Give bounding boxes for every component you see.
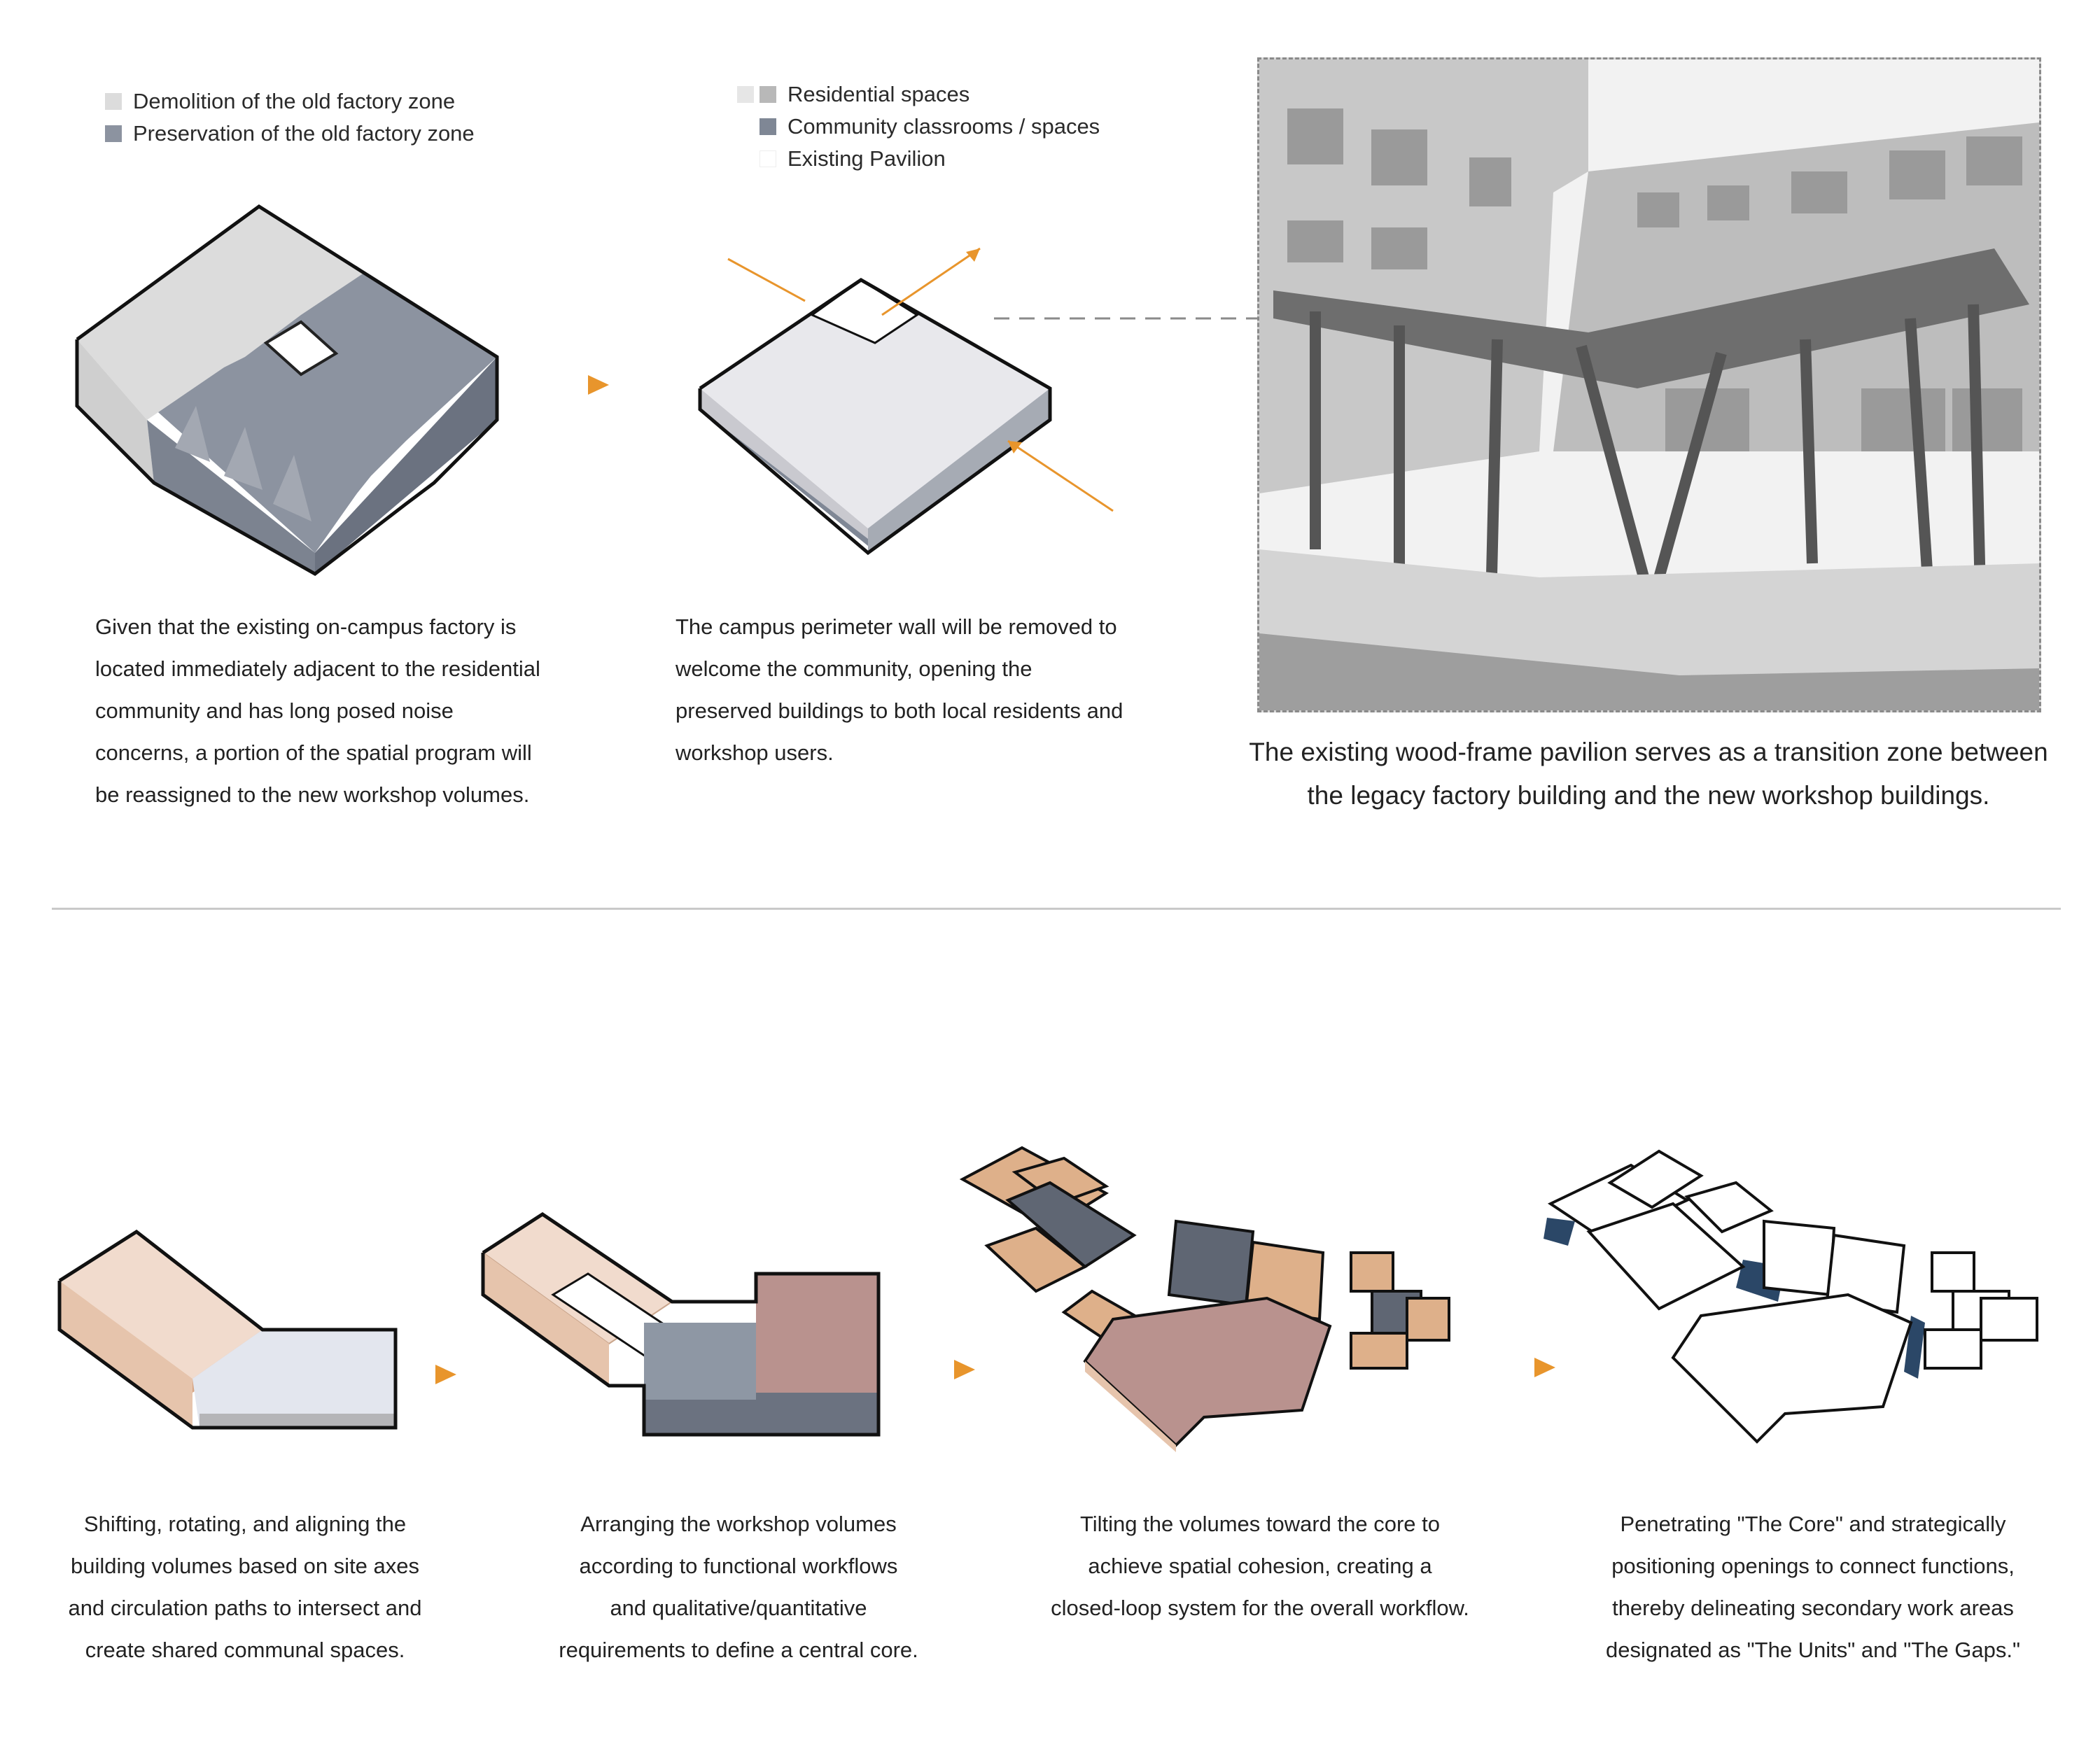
caption-step-3-line-2: achieve spatial cohesion, creating a (1088, 1554, 1432, 1578)
legend-item-preservation: Preservation of the old factory zone (105, 118, 475, 150)
caption-step-1-line-4: create shared communal spaces. (85, 1638, 405, 1662)
caption-step-1-line-1: Shifting, rotating, and aligning the (83, 1512, 407, 1536)
swatch-community (760, 118, 776, 135)
swatch-pavilion (760, 150, 776, 167)
arrow-step-b2 (954, 1360, 975, 1379)
caption-open-campus-line-4: workshop users. (676, 740, 834, 765)
legend-item-demolition: Demolition of the old factory zone (105, 85, 475, 118)
caption-pavilion: The existing wood-frame pavilion serves … (1232, 731, 2065, 817)
legend-label-residential: Residential spaces (788, 82, 970, 106)
legend-item-residential: Residential spaces (737, 78, 1100, 111)
caption-step-2: Arranging the workshop volumes according… (528, 1503, 948, 1671)
caption-open-campus-line-3: preserved buildings to both local reside… (676, 698, 1124, 723)
legend-spaces: Residential spaces Community classrooms … (737, 78, 1100, 175)
caption-factory-line-2: located immediately adjacent to the resi… (95, 656, 540, 681)
pavilion-photo (1257, 57, 2041, 712)
caption-pavilion-line-1: The existing wood-frame pavilion serves … (1249, 738, 2048, 766)
caption-step-4: Penetrating "The Core" and strategically… (1561, 1503, 2065, 1671)
caption-step-2-line-4: requirements to define a central core. (559, 1638, 918, 1662)
diagram-penetrate-core (1544, 1149, 2038, 1444)
caption-step-1-line-3: and circulation paths to intersect and (68, 1596, 422, 1620)
caption-step-1: Shifting, rotating, and aligning the bui… (35, 1503, 455, 1671)
caption-step-2-line-2: according to functional workflows (579, 1554, 898, 1578)
caption-step-3-line-1: Tilting the volumes toward the core to (1079, 1512, 1441, 1536)
diagram-shift-rotate (57, 1229, 398, 1430)
arrow-step-1 (588, 375, 609, 395)
caption-step-2-line-1: Arranging the workshop volumes (580, 1512, 897, 1536)
caption-step-3-line-3: closed-loop system for the overall workf… (1051, 1596, 1469, 1620)
leader-dashed-line (994, 317, 1260, 320)
caption-step-4-line-1: Penetrating "The Core" and strategically (1620, 1512, 2006, 1536)
legend-label-community: Community classrooms / spaces (788, 114, 1100, 139)
caption-open-campus-line-1: The campus perimeter wall will be remove… (676, 614, 1117, 639)
legend-label-preservation: Preservation of the old factory zone (133, 121, 475, 146)
legend-label-demolition: Demolition of the old factory zone (133, 89, 456, 113)
section-divider (52, 908, 2061, 910)
diagram-arrange-volumes (481, 1212, 881, 1437)
arrow-step-b1 (435, 1365, 456, 1384)
arrow-step-b3 (1534, 1358, 1555, 1377)
caption-factory-line-4: concerns, a portion of the spatial progr… (95, 740, 532, 765)
swatch-residential-light (737, 86, 754, 103)
caption-step-1-line-2: building volumes based on site axes (70, 1554, 420, 1578)
swatch-demolition (105, 93, 122, 110)
caption-factory-line-1: Given that the existing on-campus factor… (95, 614, 517, 639)
caption-step-4-line-4: designated as "The Units" and "The Gaps.… (1605, 1638, 2020, 1662)
caption-factory: Given that the existing on-campus factor… (95, 606, 599, 816)
legend-zones: Demolition of the old factory zone Prese… (105, 85, 475, 150)
diagram-tilt-core (959, 1146, 1450, 1452)
swatch-preservation (105, 125, 122, 142)
caption-open-campus-line-2: welcome the community, opening the (676, 656, 1032, 681)
diagram-open-campus (698, 247, 1114, 556)
diagram-factory-zones (75, 204, 499, 576)
legend-item-pavilion: Existing Pavilion (737, 143, 1100, 175)
pavilion-photo-illustration (1259, 59, 2039, 710)
legend-item-community: Community classrooms / spaces (737, 111, 1100, 143)
caption-factory-line-5: be reassigned to the new workshop volume… (95, 782, 530, 807)
caption-step-4-line-3: thereby delineating secondary work areas (1612, 1596, 2014, 1620)
caption-open-campus: The campus perimeter wall will be remove… (676, 606, 1180, 774)
swatch-residential-dark (760, 86, 776, 103)
caption-pavilion-line-2: the legacy factory building and the new … (1307, 781, 1990, 810)
caption-step-4-line-2: positioning openings to connect function… (1611, 1554, 2015, 1578)
caption-factory-line-3: community and has long posed noise (95, 698, 454, 723)
caption-step-2-line-3: and qualitative/quantitative (610, 1596, 867, 1620)
legend-label-pavilion: Existing Pavilion (788, 146, 946, 171)
caption-step-3: Tilting the volumes toward the core to a… (1015, 1503, 1505, 1629)
